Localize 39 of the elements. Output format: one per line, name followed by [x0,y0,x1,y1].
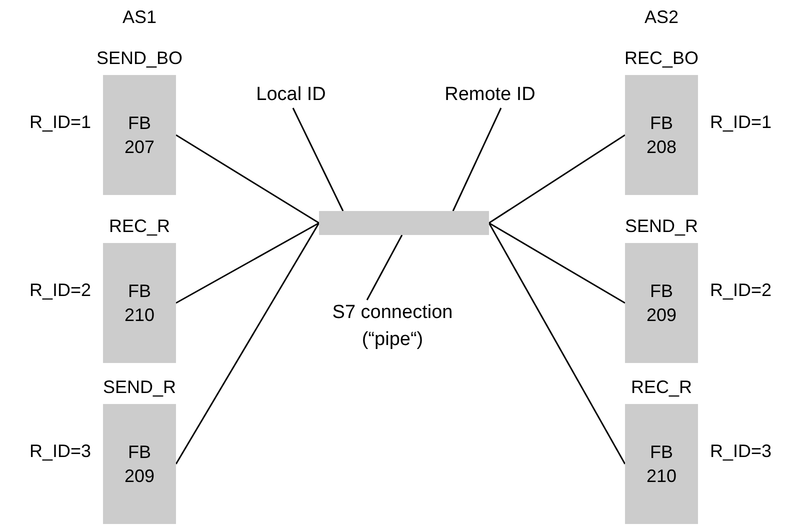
block-label: FB 207 [123,112,156,159]
block-name: REC_R [109,217,170,235]
function-block [625,75,698,195]
connection-line [176,222,320,304]
connection-line [488,134,626,224]
leader-line [452,108,502,212]
leader-line [366,234,403,300]
block-label: FB 208 [645,112,678,159]
connection-line [175,222,320,464]
block-label: FB 210 [645,440,678,488]
block-name: SEND_R [624,217,698,235]
callout-text: S7 connection (“pipe“) [300,300,485,356]
function-block [103,243,176,363]
function-block [103,75,176,195]
block-name: REC_R [631,378,692,396]
connection-bar [319,211,489,235]
callout-text: Remote ID [426,82,554,109]
block-label: FB 209 [645,280,678,327]
system-label: AS2 [643,8,680,26]
block-name: SEND_R [102,378,176,396]
connection-line [176,134,320,224]
block-name: REC_BO [624,49,699,67]
id-label: R_ID=3 [29,442,91,460]
connection-line [488,222,626,304]
connection-line [488,222,626,464]
id-label: R_ID=1 [710,113,772,131]
block-label: FB 210 [123,280,156,327]
function-block [625,404,698,524]
system-label: AS1 [121,8,158,26]
callout-text: Local ID [236,82,346,109]
function-block [103,404,176,524]
leader-line [292,108,344,212]
id-label: R_ID=1 [29,113,91,131]
block-name: SEND_BO [96,49,183,67]
block-label: FB 209 [123,440,156,488]
function-block [625,243,698,363]
id-label: R_ID=2 [710,281,772,299]
id-label: R_ID=2 [29,281,91,299]
id-label: R_ID=3 [710,442,772,460]
